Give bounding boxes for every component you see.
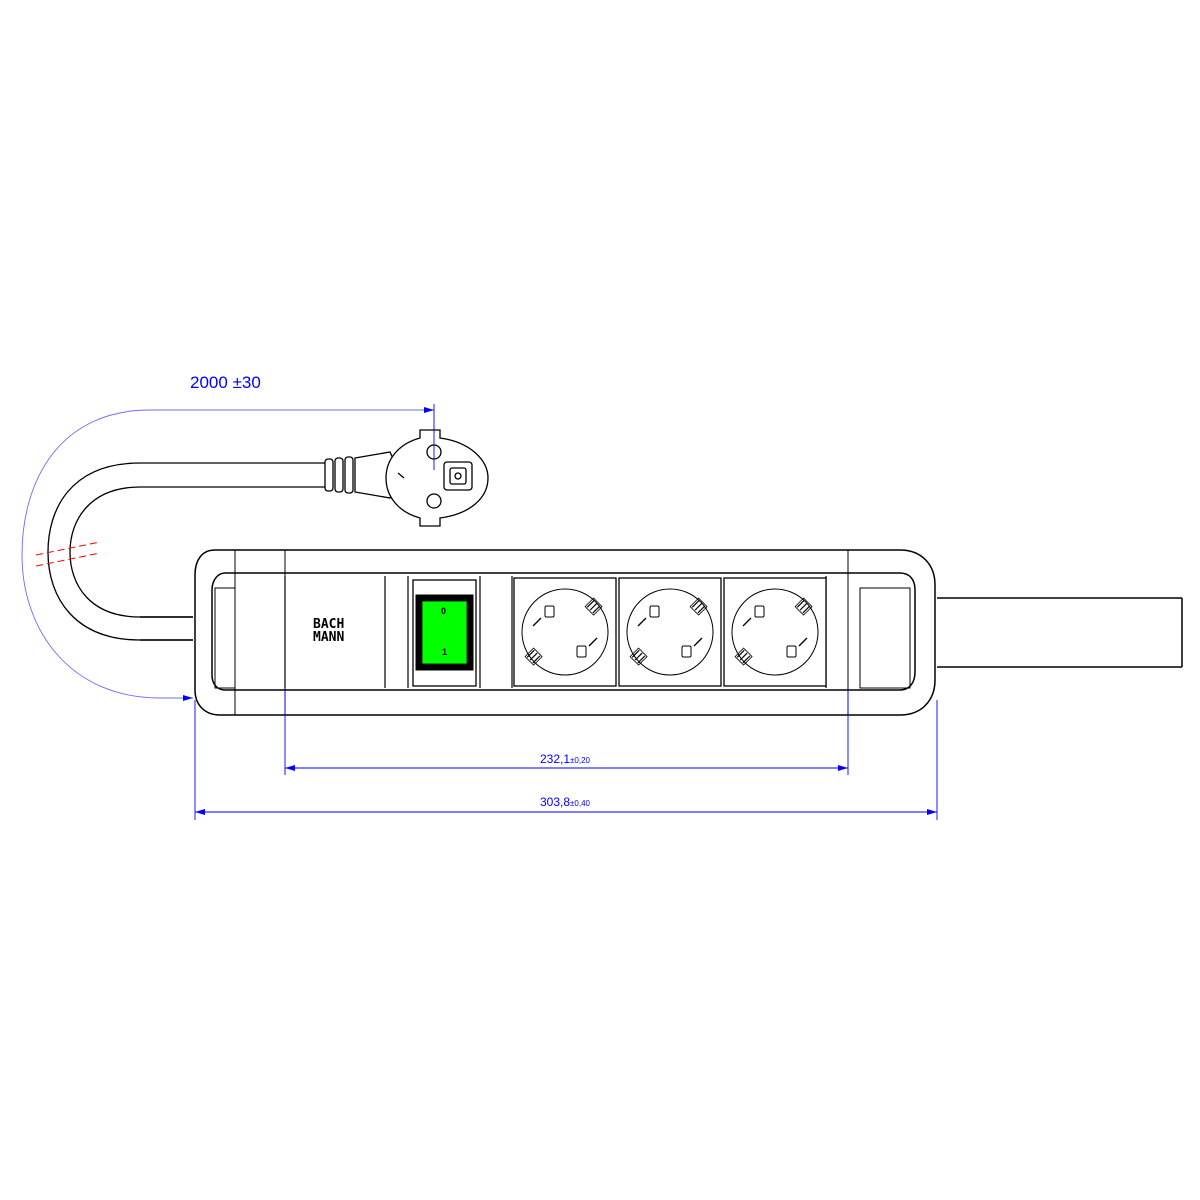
cable-outer-edge [47,462,325,641]
left-end-panel [214,587,236,689]
socket-1-mark-left [532,617,542,627]
switch-on-label: 1 [442,647,447,657]
socket-2-earth-clip-bottom-rib-3 [637,655,646,664]
socket-3-earth-clip-bottom-box [734,647,753,666]
outer-dim-arrow-right [927,809,937,815]
socket-2-pin-hole-1 [649,605,660,618]
socket-1-earth-clip-top-rib-1 [586,599,595,608]
socket-1-earth-clip-top-rib-2 [589,602,598,611]
socket-2-earth-clip-top [689,597,708,616]
break-line-top [35,541,101,556]
socket-1-pin-hole-2 [576,645,587,658]
right-profile-extension [937,597,1183,668]
socket-3-mark-left [742,617,752,627]
cable-dim-arrow-start [183,695,193,701]
socket-1-mark-right [588,637,598,647]
socket-1-earth-clip-top-box [584,597,603,616]
plug-side-mark [397,472,405,479]
socket-1-earth-clip-bottom-rib-3 [532,655,541,664]
cable-length-label: 2000 ±30 [190,373,261,392]
plug-strain-rib-1 [324,458,334,492]
socket-2-earth-clip-top-box [689,597,708,616]
socket-2-earth-clip-bottom-box [629,647,648,666]
socket-2-earth-clip-top-rib-1 [691,599,700,608]
rocker-switch-icon: 0 1 [412,579,477,687]
socket-2-mark-right [693,637,703,647]
schuko-plug-icon [324,429,489,527]
socket-3-pin-hole-2 [786,645,797,658]
socket-2-face [626,588,714,676]
cable-break-marks [35,541,101,567]
socket-3-earth-clip-top [794,597,813,616]
socket-3-schuko-socket-icon [723,577,827,687]
strip-left-end-cap [194,549,235,716]
socket-3-earth-clip-bottom-rib-2 [739,652,748,661]
left-cable-entry [140,616,193,641]
plug-strain-rib-2 [334,457,344,493]
socket-2-earth-clip-bottom [629,647,648,666]
socket-3-mark-right [798,637,808,647]
brand-logo-line1: BACH [313,617,344,632]
socket-1-earth-clip-bottom-rib-1 [526,649,535,658]
socket-3-face [731,588,819,676]
cable-inner-edge [69,486,325,618]
inner-dim-arrow-left [285,765,295,771]
socket-2-earth-clip-bottom-rib-1 [631,649,640,658]
socket-1-earth-clip-top-rib-3 [592,605,601,614]
socket-1-face [521,588,609,676]
socket-3-earth-clip-bottom [734,647,753,666]
sockets-group [513,577,827,687]
socket-1-schuko-socket-icon [513,577,617,687]
socket-1-earth-clip-bottom-rib-2 [529,652,538,661]
socket-3-earth-clip-top-box [794,597,813,616]
socket-2-schuko-socket-icon [618,577,722,687]
socket-3-earth-clip-bottom-rib-3 [742,655,751,664]
plug-body [385,429,489,527]
strip-right-end-cap [848,549,936,716]
plug-strain-rib-3 [344,456,354,494]
socket-3-earth-clip-top-rib-3 [802,605,811,614]
socket-3-earth-clip-top-rib-1 [796,599,805,608]
cable-dim-arrow-end [424,407,434,413]
cable-dim-arc [21,409,434,699]
socket-2-earth-clip-top-rib-2 [694,602,703,611]
socket-3-earth-clip-bottom-rib-1 [736,649,745,658]
switch-rocker [421,600,468,665]
break-line-bottom [35,552,101,567]
outer-dim-arrow-left [195,809,205,815]
brand-logo-icon: BACH MANN [313,617,344,645]
inner-dimension-label: 232,1±0,20 [540,752,591,766]
plug-earth-dot [454,472,462,480]
brand-logo-line2: MANN [313,630,344,645]
socket-2-earth-clip-bottom-rib-2 [634,652,643,661]
socket-1-earth-clip-top [584,597,603,616]
power-cable [47,462,325,641]
socket-3-earth-clip-top-rib-2 [799,602,808,611]
cable-length-dimension [21,404,435,701]
socket-1-pin-hole-1 [544,605,555,618]
outer-dimension-label: 303,8±0,40 [540,795,591,809]
socket-2-earth-clip-top-rib-3 [697,605,706,614]
socket-1-earth-clip-bottom [524,647,543,666]
switch-off-label: 0 [441,606,446,616]
strip-dimensions [194,690,938,820]
inner-dim-arrow-right [838,765,848,771]
socket-2-mark-left [637,617,647,627]
plug-pin-bottom [426,493,442,509]
right-end-panel [859,587,911,689]
socket-3-pin-hole-1 [754,605,765,618]
socket-1-earth-clip-bottom-box [524,647,543,666]
socket-2-pin-hole-2 [681,645,692,658]
